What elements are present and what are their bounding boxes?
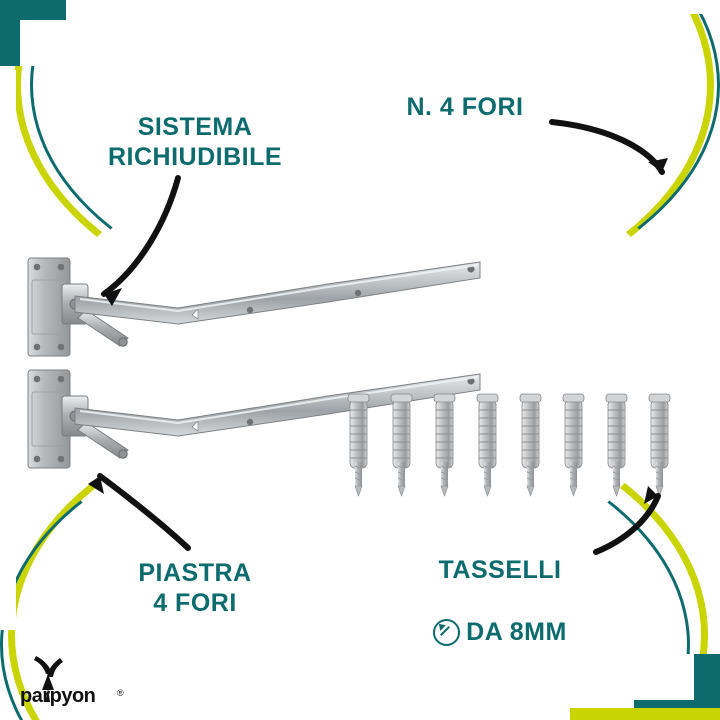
arrow-piastra-path <box>97 473 191 551</box>
frame-bar-bottom-right <box>570 708 720 720</box>
arrow-sistema-head <box>104 288 122 306</box>
arrow-piastra-head <box>88 476 104 494</box>
hardware-row <box>347 393 671 497</box>
label-tasselli-size: DA 8MM <box>466 618 567 646</box>
arrow-tasselli-path <box>593 493 661 555</box>
frame-mask-top <box>70 0 720 14</box>
brand-name: parpyon <box>20 685 96 707</box>
frame-mask-left <box>0 70 16 630</box>
label-tasselli-line2-row: DA 8MM <box>400 617 600 647</box>
brand-logo-mark <box>34 656 63 702</box>
brand-registered-mark: ® <box>117 688 124 698</box>
label-tasselli-line1: TASSELLI <box>438 556 562 584</box>
label-n-4-fori: N. 4 FORI <box>406 93 524 121</box>
label-tasselli: TASSELLI DA 8MM <box>400 525 600 677</box>
label-sistema-richiudibile: SISTEMA RICHIUDIBILE <box>107 113 283 171</box>
arrow-sistema-path <box>101 175 181 297</box>
label-piastra-4-fori: PIASTRA 4 FORI <box>138 559 252 617</box>
arrow-tasselli-head <box>644 486 658 504</box>
arrow-fori-path <box>549 119 665 175</box>
frame-corner-top-left <box>0 0 66 66</box>
diameter-icon <box>433 618 461 646</box>
arrow-fori-head <box>648 158 668 172</box>
